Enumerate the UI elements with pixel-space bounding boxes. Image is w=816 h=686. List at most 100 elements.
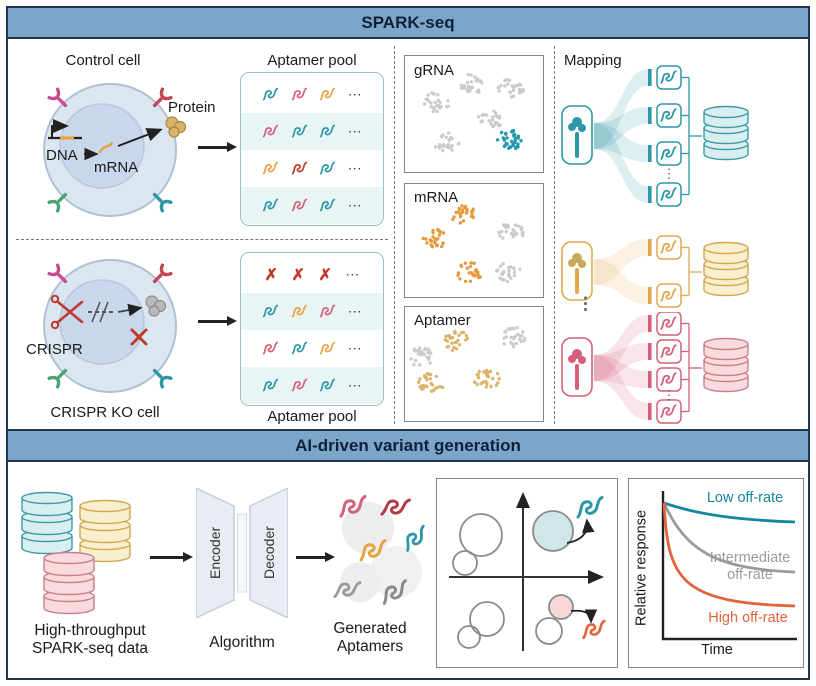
aptamer-pool-bottom-label: Aptamer pool <box>267 408 357 425</box>
offrate-chart <box>661 491 797 641</box>
encoder-label: Encoder <box>206 526 223 580</box>
mrna-umap-panel <box>404 183 544 298</box>
mrna-icon <box>98 141 114 154</box>
selection-quadrant-panel <box>436 478 618 668</box>
aptamer-icon <box>263 198 279 212</box>
cut-mark-icon <box>99 301 109 323</box>
encoder-decoder-illustration <box>196 488 288 618</box>
ellipsis: ⋯ <box>347 340 362 356</box>
high-offrate-label: High off-rate <box>708 610 788 626</box>
aptamer-pool-row: ⋯ <box>241 293 383 330</box>
aptamer-icon <box>576 496 604 519</box>
aptamer-icon <box>320 341 336 355</box>
aptamer-icon <box>291 341 307 355</box>
ellipsis: ⋯ <box>347 123 362 139</box>
aptamer-pool-row: ⋯ <box>241 76 383 113</box>
knockout-row: ✗✗✗⋯ <box>241 256 383 293</box>
aptamer-icon <box>291 304 307 318</box>
mrna-label: mRNA <box>94 159 139 176</box>
mapping-flow-mrna <box>561 235 749 308</box>
scatter-cluster <box>421 204 525 284</box>
aptamer-pool-top-label: Aptamer pool <box>267 52 357 69</box>
cross-mark: ✗ <box>291 266 305 284</box>
svg-text:⋮: ⋮ <box>663 388 676 403</box>
algorithm-label: Algorithm <box>209 634 275 651</box>
ellipsis: ⋯ <box>345 266 360 282</box>
aptamer-icon <box>291 124 307 138</box>
section-divider <box>554 46 555 424</box>
flow-arrow-icon <box>150 552 193 562</box>
aptamer-pool-row: ⋯ <box>241 367 383 404</box>
aptamer-icon <box>263 161 279 175</box>
cut-mark-icon <box>91 301 101 323</box>
mapping-label: Mapping <box>564 52 622 69</box>
aptamer-pool-row: ⋯ <box>241 330 383 367</box>
chart-ylabel: Relative response <box>633 509 650 626</box>
spark-seq-banner: SPARK-seq <box>6 6 810 39</box>
aptamer-icon <box>582 619 606 640</box>
ellipsis: ⋯ <box>347 303 362 319</box>
aptamer-icon <box>320 378 336 392</box>
aptamer-icon <box>291 161 307 175</box>
aptamer-pool-row: ⋯ <box>241 187 383 224</box>
aptamer-icon <box>263 341 279 355</box>
spark-data-label: High-throughput SPARK-seq data <box>31 622 149 657</box>
aptamer-icon <box>263 304 279 318</box>
selected-circle-teal <box>532 510 574 552</box>
generated-aptamers-illustration <box>333 493 430 605</box>
control-cell-label: Control cell <box>65 52 141 69</box>
chart-xlabel: Time <box>701 642 733 658</box>
lost-protein-icon <box>145 295 167 317</box>
ellipsis: ⋯ <box>347 160 362 176</box>
aptamer-icon <box>320 161 336 175</box>
aptamer-icon <box>291 198 307 212</box>
curved-arrow-icon <box>566 518 595 544</box>
intermediate-offrate-label: Intermediate off-rate <box>709 550 791 583</box>
svg-text:⋮: ⋮ <box>663 166 676 181</box>
aptamer-pool-bottom: ✗✗✗⋯⋯⋯⋯ <box>240 252 384 406</box>
quadrant-plot <box>449 492 606 651</box>
crispr-label: CRISPR <box>26 341 83 358</box>
aptamer-pool-row: ⋯ <box>241 150 383 187</box>
aptamer-icon <box>320 198 336 212</box>
aptamer-panel-label: Aptamer <box>414 312 471 329</box>
section-divider <box>394 46 395 424</box>
low-offrate-label: Low off-rate <box>706 490 784 506</box>
scatter-cluster <box>422 72 525 153</box>
ellipsis: ⋯ <box>347 197 362 213</box>
protein-label: Protein <box>168 99 216 116</box>
protein-icon <box>165 116 187 138</box>
aptamer-pool-row: ⋯ <box>241 113 383 150</box>
database-stacks-icon <box>21 491 131 615</box>
chart-axes <box>661 491 797 641</box>
ellipsis: ⋯ <box>347 377 362 393</box>
ai-title: AI-driven variant generation <box>295 435 521 455</box>
dna-promoter-icon <box>48 119 82 140</box>
decoder-label: Decoder <box>260 526 277 580</box>
ko-cell-label: CRISPR KO cell <box>50 404 160 421</box>
aptamer-icon <box>263 124 279 138</box>
aptamer-icon <box>320 124 336 138</box>
selected-circle-pink <box>548 594 574 620</box>
offrate-chart-panel <box>628 478 804 668</box>
aptamer-icon <box>291 87 307 101</box>
control-cell-illustration <box>43 83 187 217</box>
aptamer-icon <box>291 378 307 392</box>
aptamer-icon <box>400 524 430 552</box>
mapping-flow-aptamer: ⋮ <box>561 312 749 424</box>
dna-label: DNA <box>46 147 78 164</box>
aptamer-icon <box>320 87 336 101</box>
scissors-icon <box>50 294 84 330</box>
mapping-ellipsis: ⋮ <box>577 294 594 313</box>
aptamer-icon <box>320 304 336 318</box>
ai-banner: AI-driven variant generation <box>6 429 810 462</box>
cross-mark: ✗ <box>318 266 332 284</box>
flow-arrow-icon <box>296 552 335 562</box>
mrna-panel-label: mRNA <box>414 189 459 206</box>
cells-divider <box>16 239 388 240</box>
aptamer-pool-top: ⋯ ⋯ ⋯ ⋯ <box>240 72 384 226</box>
arrow-to-pool-icon <box>198 142 237 152</box>
arrow-to-pool-icon <box>198 316 237 326</box>
aptamer-umap-panel <box>404 306 544 422</box>
grna-panel-label: gRNA <box>414 62 455 79</box>
